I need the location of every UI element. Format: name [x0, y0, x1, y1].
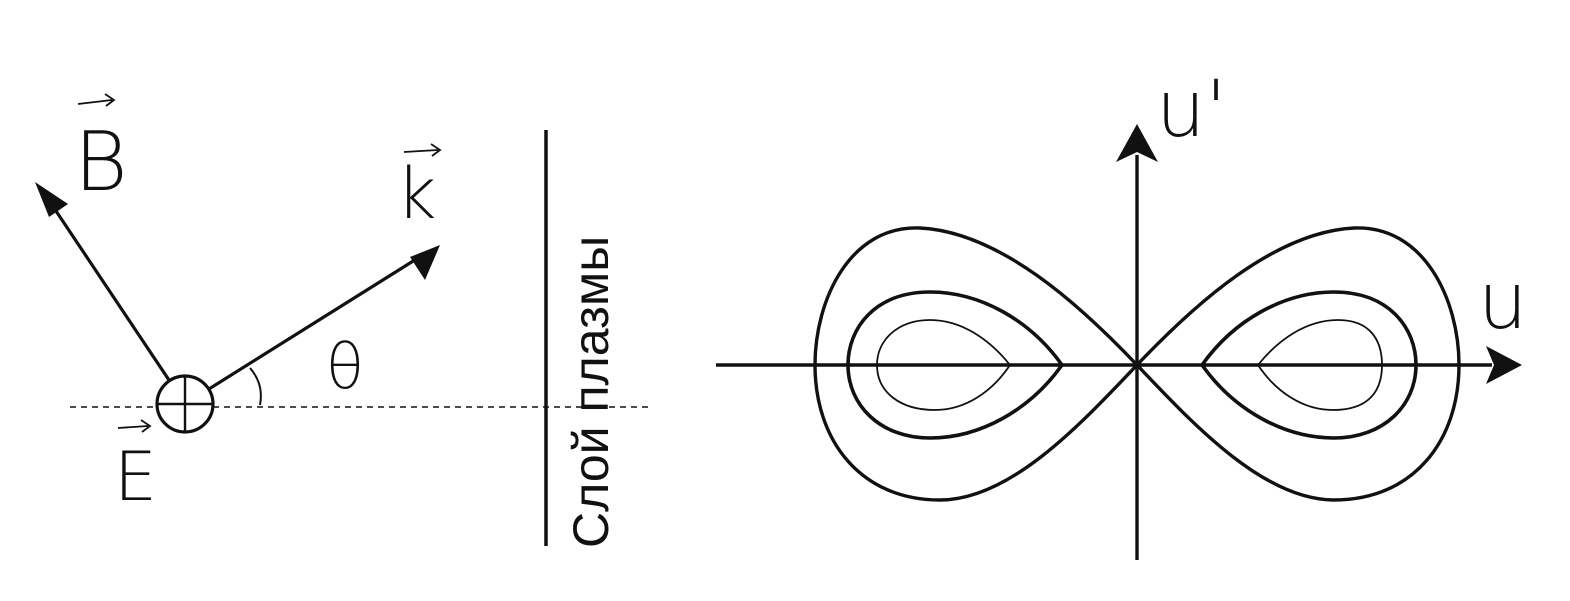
separatrix-curve [813, 226, 1461, 502]
label-theta: θ [326, 330, 364, 403]
orbit-middle-right [1199, 290, 1418, 440]
vector-k-arrow [184, 245, 440, 406]
label-e: E [114, 419, 157, 517]
u-prime-axis [1116, 124, 1158, 560]
label-b: B [74, 93, 128, 210]
orbit-middle-left [846, 290, 1065, 440]
vector-b-arrow [35, 182, 187, 405]
angle-arc [249, 367, 262, 406]
plasma-layer-label: Слой плазмы [563, 236, 619, 548]
u-axis-label: u [1478, 257, 1527, 347]
orbit-inner-left [876, 319, 1012, 411]
u-axis [716, 346, 1522, 384]
vector-e-into-page-icon [155, 374, 215, 434]
svg-text:B: B [74, 115, 128, 210]
incidence-diagram: B k E θ Слой плазмы [35, 93, 648, 548]
svg-text:k: k [396, 153, 437, 235]
u-prime-axis-label: u' [1156, 65, 1227, 155]
phase-portrait: u u' [716, 65, 1527, 560]
label-k: k [396, 143, 442, 235]
orbit-inner-right [1256, 319, 1383, 411]
svg-text:E: E [114, 438, 157, 517]
